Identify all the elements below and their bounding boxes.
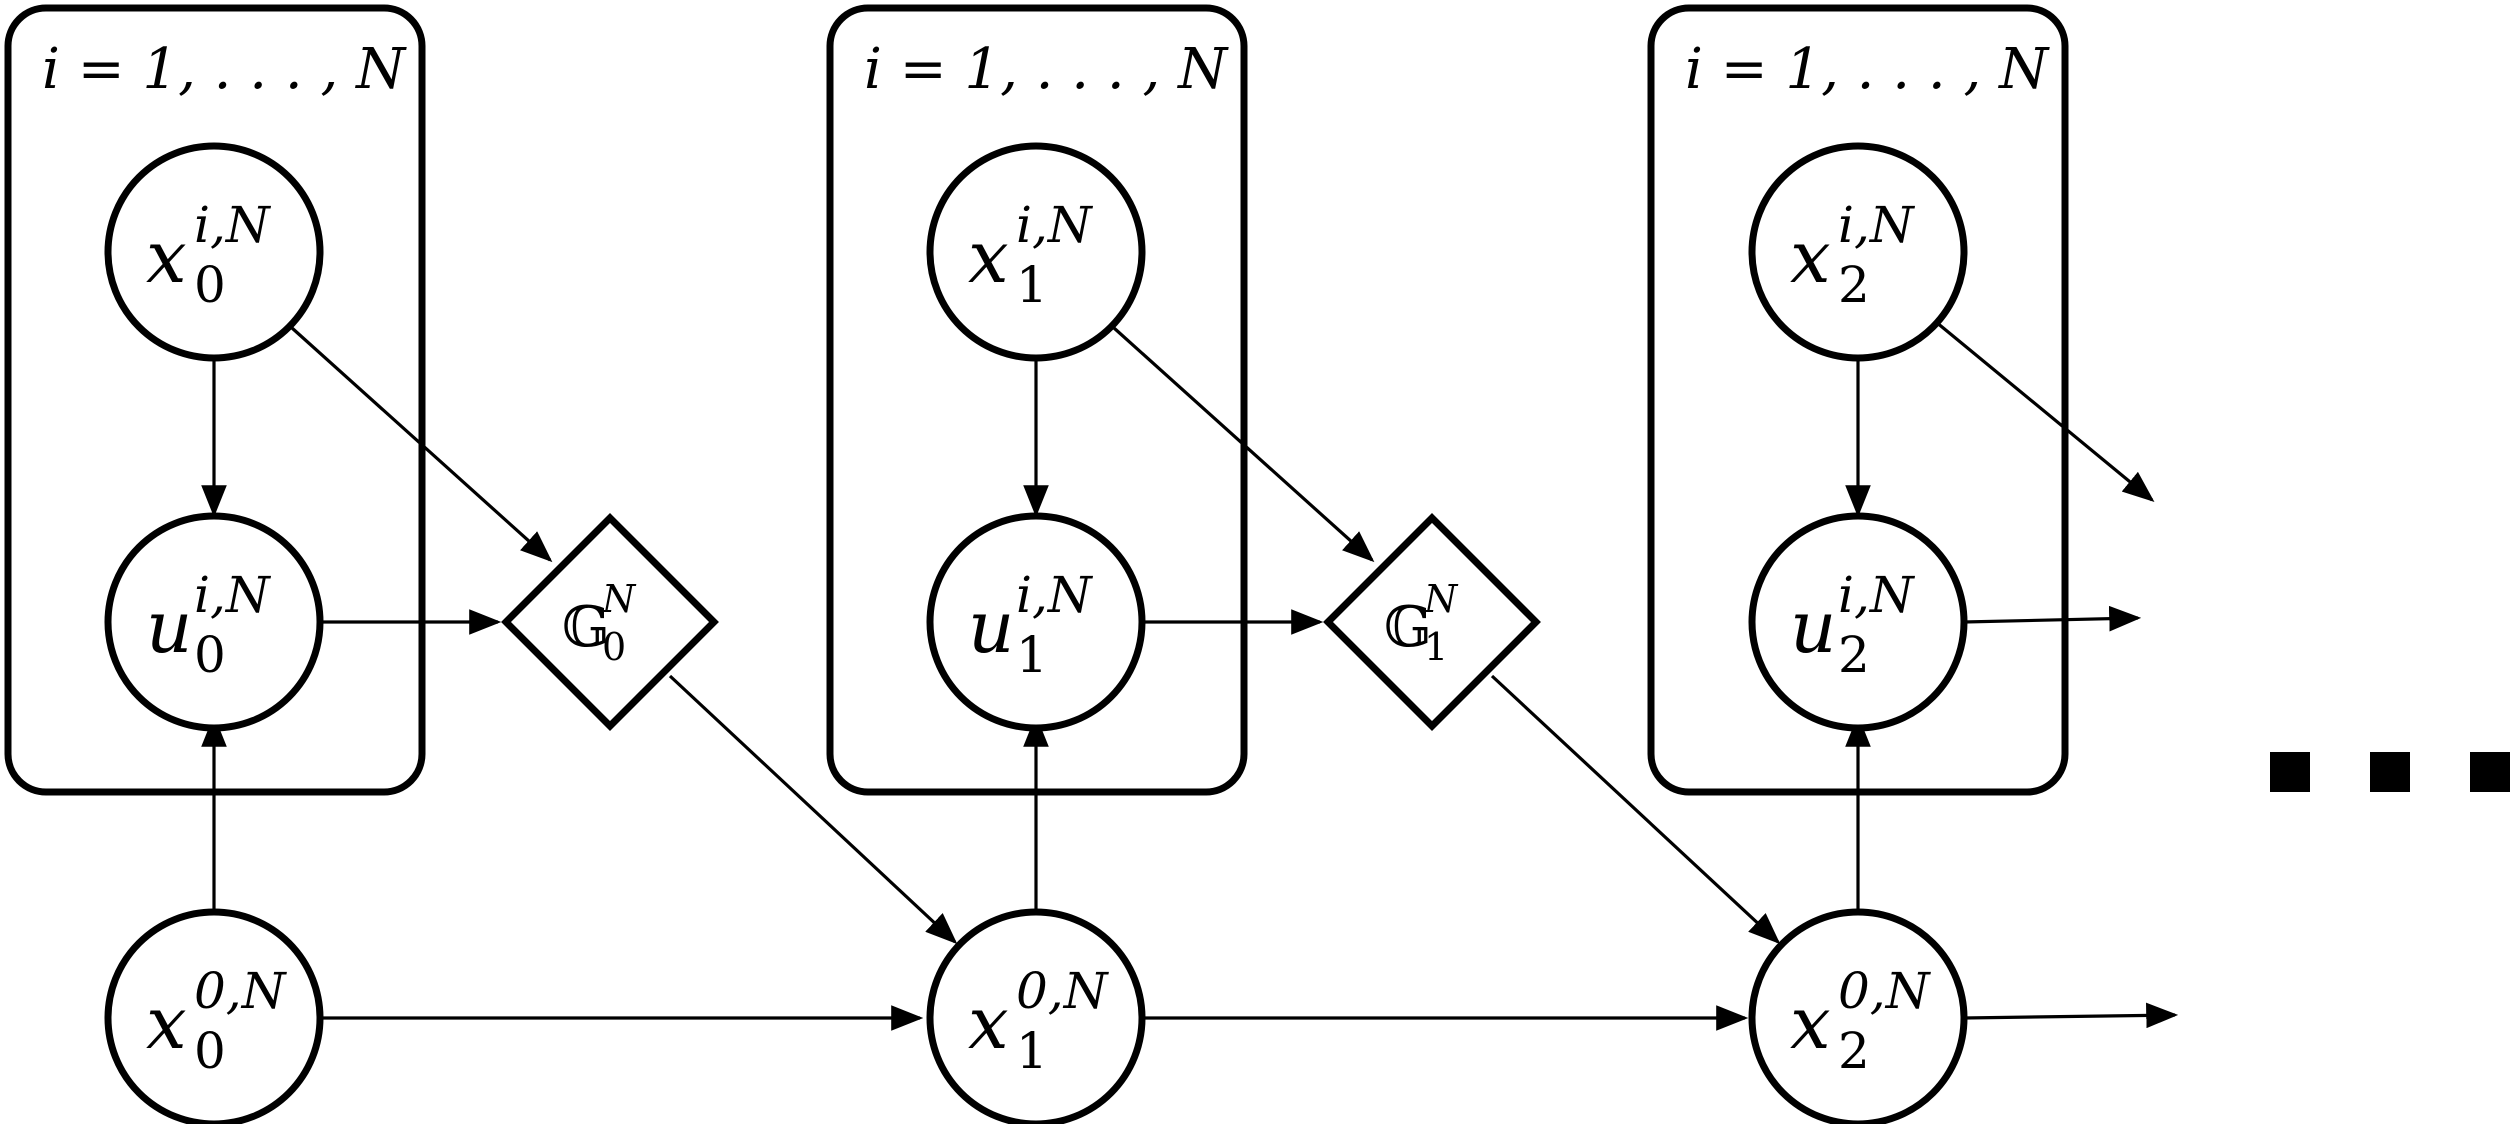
node-sup: i,N [1016,196,1094,254]
node-base: x [968,215,1009,299]
node-x1: x i,N 1 [926,142,1146,362]
node-u1: u i,N 1 [926,512,1146,732]
svg-text:x i,N 0: x i,N 0 [146,196,275,314]
node-x2: x i,N 2 [1748,142,1968,362]
node-sup: 0,N [1838,962,1932,1020]
node-u0: u i,N 0 [104,512,324,732]
node-c1: x 0,N 1 [926,908,1146,1124]
svg-text:x 0,N 2: x 0,N 2 [1790,962,1935,1080]
factor-sup: N [1423,577,1459,621]
edges [201,320,2179,1031]
node-x0: x i,N 0 [104,142,324,362]
edge-g1-c2 [1490,674,1781,945]
node-base: x [968,981,1009,1065]
node-base: x [146,981,187,1065]
node-sub: 0 [194,626,226,684]
plate-label: i = 1, . . . , N [864,37,1229,102]
svg-text:x i,N 1: x i,N 1 [968,196,1097,314]
svg-text:x 0,N 1: x 0,N 1 [968,962,1113,1080]
svg-text:x i,N 2: x i,N 2 [1790,196,1919,314]
node-sub: 1 [1016,1022,1048,1080]
factor-sup: N [601,577,637,621]
edge-x2-out [1934,320,2155,503]
node-sub: 2 [1838,256,1870,314]
factor-g1: 𝔾 N 1 [1323,513,1541,731]
node-base: u [968,585,1014,669]
svg-text:u i,N 0: u i,N 0 [146,566,275,684]
node-sup: 0,N [1016,962,1110,1020]
node-sup: 0,N [194,962,288,1020]
node-base: u [1790,585,1836,669]
node-sup: i,N [1838,196,1916,254]
node-sub: 0 [194,1022,226,1080]
factor-sub: 1 [1424,625,1448,669]
factor-base: 𝔾 [1384,595,1432,660]
svg-text:u i,N 1: u i,N 1 [968,566,1097,684]
node-base: x [146,215,187,299]
svg-text:x 0,N 0: x 0,N 0 [146,962,291,1080]
edge-x0-g0 [290,326,553,563]
plate-label: i = 1, . . . , N [42,37,407,102]
plate-label: i = 1, . . . , N [1685,37,2050,102]
svg-text:𝔾 N 0: 𝔾 N 0 [562,577,640,669]
node-sub: 1 [1016,626,1048,684]
edge-c2-out [1963,1002,2179,1029]
node-sup: i,N [1016,566,1094,624]
node-c0: x 0,N 0 [104,908,324,1124]
node-base: x [1790,981,1831,1065]
node-sup: i,N [1838,566,1916,624]
node-c2: x 0,N 2 [1748,908,1968,1124]
factor-sub: 0 [602,625,626,669]
edge-x1-g1 [1112,326,1375,563]
node-sub: 2 [1838,626,1870,684]
ellipsis-icon [2270,752,2510,792]
node-sup: i,N [194,196,272,254]
node-u2: u i,N 2 [1748,512,1968,732]
edge-u2-out [1963,605,2142,632]
edge-g0-c1 [668,674,958,945]
factor-base: 𝔾 [562,595,610,660]
svg-text:u i,N 2: u i,N 2 [1790,566,1919,684]
node-sub: 2 [1838,1022,1870,1080]
node-base: x [1790,215,1831,299]
factor-g0: 𝔾 N 0 [501,513,719,731]
svg-text:𝔾 N 1: 𝔾 N 1 [1384,577,1462,669]
node-base: u [146,585,192,669]
node-sub: 1 [1016,256,1048,314]
node-sup: i,N [194,566,272,624]
node-sub: 0 [194,256,226,314]
